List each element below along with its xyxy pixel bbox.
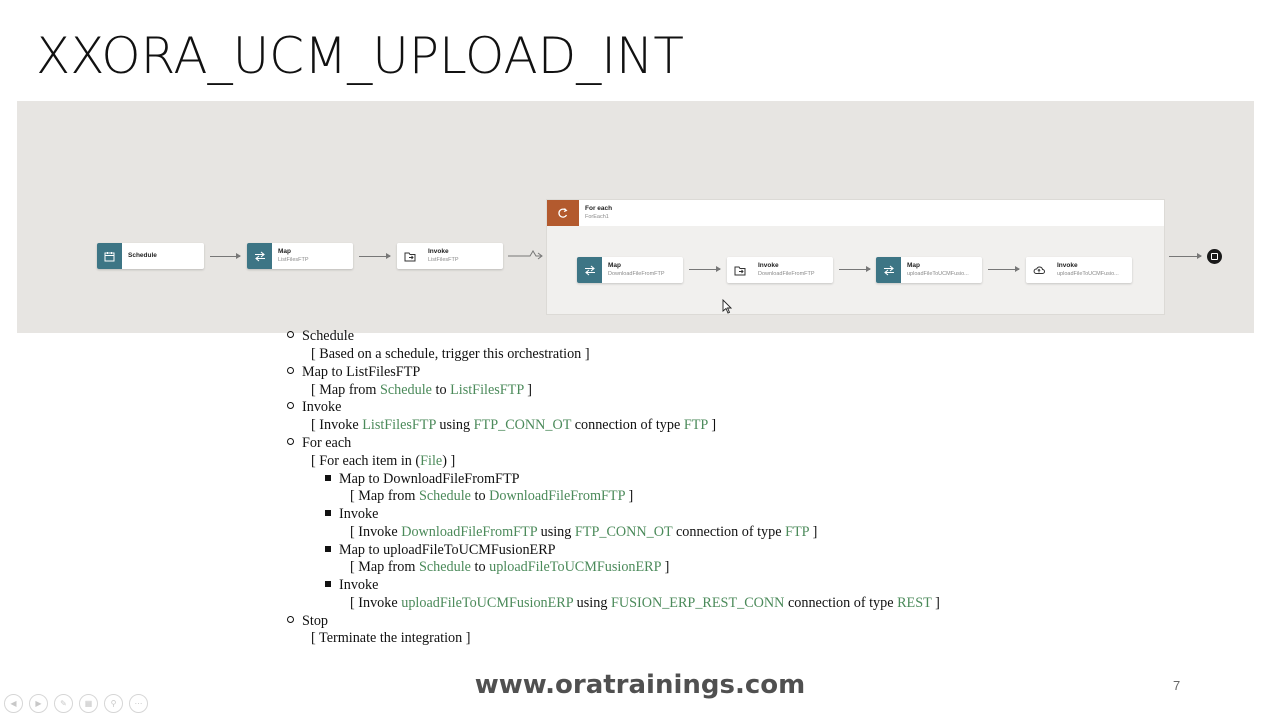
- calendar-icon: [97, 243, 122, 269]
- node-title: Map: [608, 262, 621, 269]
- node-subtitle: uploadFileToUCMFusio...: [907, 271, 969, 277]
- rest-cloud-icon: [1026, 257, 1051, 283]
- page-number: 7: [1173, 678, 1181, 693]
- circle-bullet-icon: [287, 331, 294, 338]
- node-title: Invoke: [428, 248, 449, 255]
- list-item-desc: [ Map from Schedule to uploadFileToUCMFu…: [350, 559, 670, 575]
- list-item: Invoke: [287, 398, 341, 416]
- loop-icon: [547, 200, 579, 226]
- previous-slide-icon[interactable]: ◀: [4, 694, 23, 713]
- sub-list-item: Invoke: [325, 576, 378, 594]
- list-item-desc: [ Invoke DownloadFileFromFTP using FTP_C…: [350, 524, 818, 540]
- next-slide-icon[interactable]: ▶: [29, 694, 48, 713]
- ftp-folder-icon: [397, 243, 422, 269]
- stop-node[interactable]: [1207, 249, 1222, 264]
- flow-arrow: [839, 266, 871, 272]
- node-subtitle: ListFilesFTP: [278, 257, 309, 263]
- square-bullet-icon: [325, 510, 331, 516]
- circle-bullet-icon: [287, 367, 294, 374]
- list-item-desc: [ Invoke uploadFileToUCMFusionERP using …: [350, 595, 940, 611]
- square-bullet-icon: [325, 475, 331, 481]
- map-icon: [577, 257, 602, 283]
- node-subtitle: uploadFileToUCMFusio...: [1057, 271, 1119, 277]
- flow-arrow: [210, 253, 241, 259]
- list-item-desc: [ For each item in (File) ]: [311, 453, 456, 469]
- flow-arrow: [1169, 253, 1202, 259]
- zoom-icon[interactable]: ⚲: [104, 694, 123, 713]
- list-item-desc: [ Terminate the integration ]: [311, 630, 471, 646]
- flow-arrow: [988, 266, 1020, 272]
- sub-list-item: Map to uploadFileToUCMFusionERP: [325, 541, 556, 559]
- more-options-icon[interactable]: ⋯: [129, 694, 148, 713]
- node-subtitle: ListFilesFTP: [428, 257, 459, 263]
- list-item: For each: [287, 434, 351, 452]
- flow-arrow: [689, 266, 721, 272]
- schedule-node[interactable]: Schedule: [97, 243, 204, 269]
- ftp-folder-icon: [727, 257, 752, 283]
- node-title: Schedule: [128, 252, 157, 259]
- footer-website: www.oratrainings.com: [474, 670, 806, 700]
- square-bullet-icon: [325, 581, 331, 587]
- list-item: Map to ListFilesFTP: [287, 363, 420, 381]
- list-item: Schedule: [287, 327, 354, 345]
- slideshow-toolbar: ◀ ▶ ✎ ▦ ⚲ ⋯: [4, 694, 148, 713]
- map-icon: [876, 257, 901, 283]
- circle-bullet-icon: [287, 438, 294, 445]
- node-title: Invoke: [758, 262, 779, 269]
- node-title: Map: [907, 262, 920, 269]
- list-item-desc: [ Map from Schedule to ListFilesFTP ]: [311, 382, 532, 398]
- node-title: Invoke: [1057, 262, 1078, 269]
- sub-list-item: Map to DownloadFileFromFTP: [325, 470, 520, 488]
- node-title: Map: [278, 248, 291, 255]
- list-item-desc: [ Invoke ListFilesFTP using FTP_CONN_OT …: [311, 417, 717, 433]
- list-item-desc: [ Based on a schedule, trigger this orch…: [311, 346, 590, 362]
- foreach-title: For each: [585, 205, 613, 212]
- mouse-cursor-icon: [722, 299, 732, 314]
- map-icon: [247, 243, 272, 269]
- node-subtitle: DownloadFileFromFTP: [608, 271, 665, 277]
- pen-icon[interactable]: ✎: [54, 694, 73, 713]
- square-bullet-icon: [325, 546, 331, 552]
- foreach-header[interactable]: For each ForEach1: [547, 200, 1164, 226]
- circle-bullet-icon: [287, 402, 294, 409]
- sub-list-item: Invoke: [325, 505, 378, 523]
- flow-connector: [508, 250, 543, 260]
- map-upload-node[interactable]: Map uploadFileToUCMFusio...: [876, 257, 982, 283]
- flow-arrow: [359, 253, 391, 259]
- foreach-subtitle: ForEach1: [585, 214, 609, 220]
- node-subtitle: DownloadFileFromFTP: [758, 271, 815, 277]
- list-item: Stop: [287, 612, 328, 630]
- invoke-upload-node[interactable]: Invoke uploadFileToUCMFusio...: [1026, 257, 1132, 283]
- slides-grid-icon[interactable]: ▦: [79, 694, 98, 713]
- stop-square-icon: [1211, 253, 1218, 260]
- list-item-desc: [ Map from Schedule to DownloadFileFromF…: [350, 488, 634, 504]
- slide-title: XXORA_UCM_UPLOAD_INT: [36, 27, 684, 85]
- circle-bullet-icon: [287, 616, 294, 623]
